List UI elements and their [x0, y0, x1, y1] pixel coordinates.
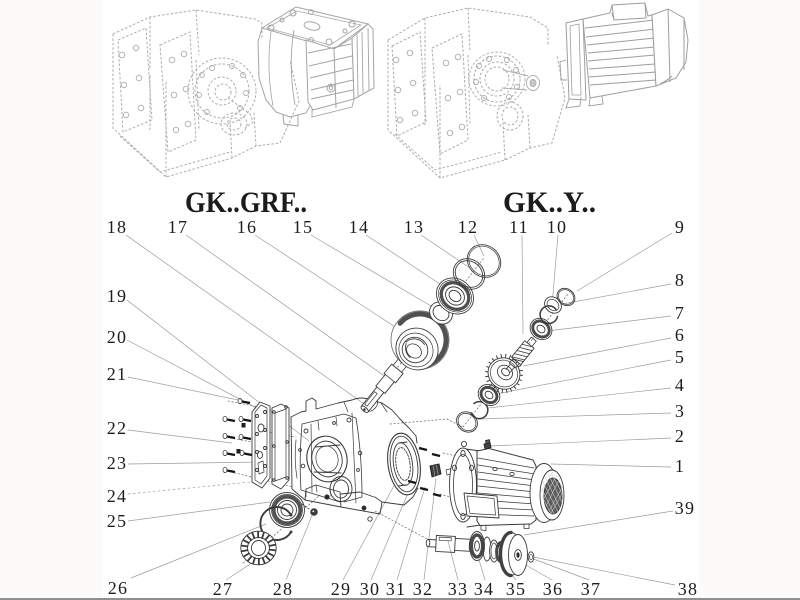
- svg-text:GK..GRF..: GK..GRF..: [185, 186, 307, 219]
- svg-text:27: 27: [213, 579, 233, 599]
- svg-text:5: 5: [675, 347, 685, 367]
- svg-text:4: 4: [675, 375, 685, 395]
- svg-text:3: 3: [675, 401, 685, 421]
- svg-text:37: 37: [581, 579, 601, 599]
- svg-text:21: 21: [107, 364, 127, 384]
- svg-text:28: 28: [273, 579, 293, 599]
- svg-text:33: 33: [448, 579, 468, 599]
- svg-text:25: 25: [107, 511, 127, 531]
- svg-text:1: 1: [675, 456, 685, 476]
- svg-text:9: 9: [675, 217, 685, 237]
- svg-text:24: 24: [107, 486, 127, 506]
- svg-text:32: 32: [413, 579, 433, 599]
- svg-text:19: 19: [107, 286, 127, 306]
- svg-text:11: 11: [509, 217, 529, 237]
- svg-text:35: 35: [506, 579, 526, 599]
- svg-text:17: 17: [168, 217, 188, 237]
- svg-text:12: 12: [458, 217, 478, 237]
- svg-text:GK..Y..: GK..Y..: [503, 186, 596, 219]
- svg-text:13: 13: [404, 217, 424, 237]
- svg-text:15: 15: [293, 217, 313, 237]
- svg-text:34: 34: [474, 579, 494, 599]
- svg-text:39: 39: [675, 498, 695, 518]
- svg-text:16: 16: [237, 217, 257, 237]
- svg-text:14: 14: [349, 217, 369, 237]
- svg-text:26: 26: [108, 578, 128, 598]
- svg-text:2: 2: [675, 426, 685, 446]
- svg-text:7: 7: [675, 303, 685, 323]
- svg-text:30: 30: [360, 579, 380, 599]
- svg-text:6: 6: [675, 325, 685, 345]
- svg-text:8: 8: [675, 270, 685, 290]
- svg-text:38: 38: [678, 579, 698, 599]
- svg-text:36: 36: [543, 579, 563, 599]
- svg-text:20: 20: [107, 327, 127, 347]
- svg-text:23: 23: [107, 453, 127, 473]
- svg-text:10: 10: [547, 217, 567, 237]
- svg-text:18: 18: [107, 217, 127, 237]
- svg-text:31: 31: [386, 579, 406, 599]
- svg-text:22: 22: [107, 418, 127, 438]
- svg-text:29: 29: [331, 579, 351, 599]
